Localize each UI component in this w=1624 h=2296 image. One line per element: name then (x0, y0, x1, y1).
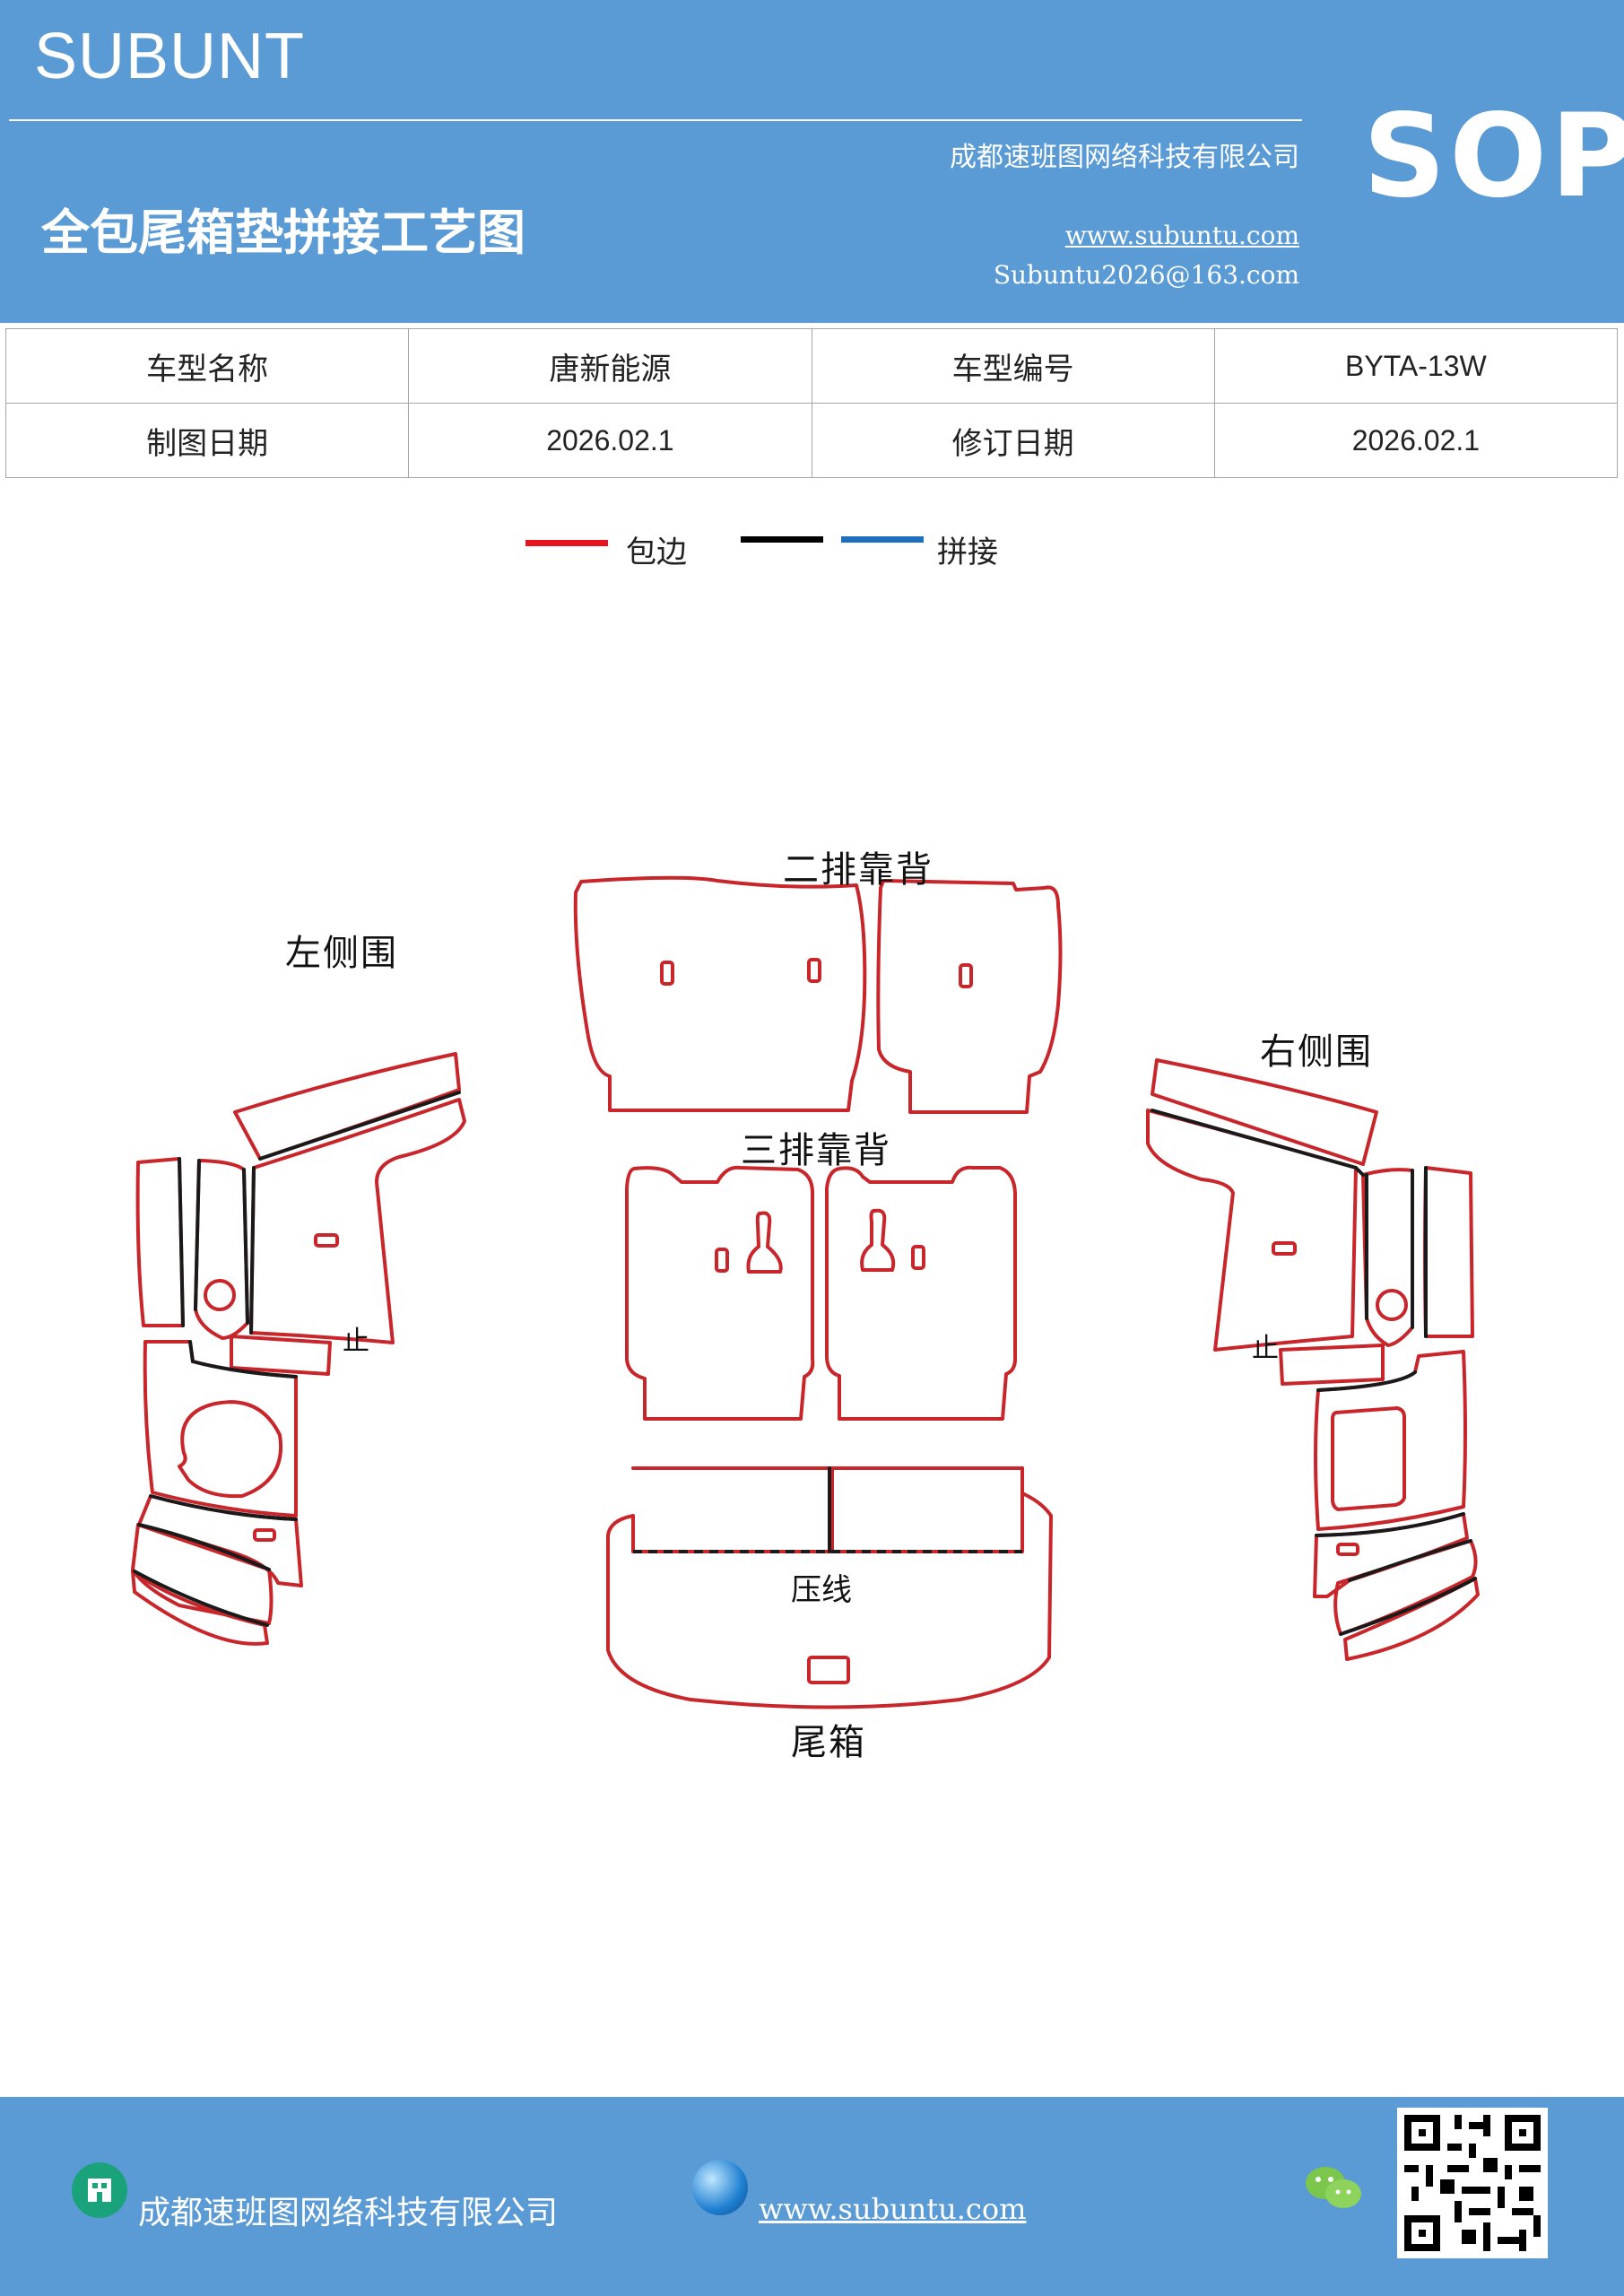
third-row-keyhole (746, 1211, 783, 1274)
label-press-line: 压线 (791, 1572, 852, 1608)
right-seam (1316, 1370, 1417, 1392)
right-side-upper-trim (1151, 1058, 1378, 1166)
label-model-code: 车型编号 (811, 328, 1215, 404)
left-side-main-panel (249, 1098, 466, 1344)
left-seam (149, 1494, 298, 1521)
right-side-strip (1279, 1344, 1385, 1386)
left-side-pillar (135, 1157, 185, 1327)
table-row: 车型名称 唐新能源 车型编号 BYTA-13W (4, 328, 1619, 404)
left-seam (178, 1157, 185, 1327)
third-row-slot (911, 1245, 925, 1270)
right-seam (1315, 1512, 1465, 1537)
label-revise-date: 修订日期 (811, 403, 1215, 478)
label-third-row: 三排靠背 (741, 1130, 891, 1171)
left-side-slot (314, 1233, 339, 1248)
third-row-keyhole (860, 1208, 896, 1272)
footer-website-link[interactable]: www.subuntu.com (759, 2192, 1027, 2226)
right-side-slot (1272, 1241, 1297, 1256)
email-address: Subuntu2026@163.com (993, 260, 1299, 290)
wechat-icon (1302, 2161, 1365, 2215)
right-side-bottom-strip3 (1343, 1577, 1480, 1661)
label-trunk: 尾箱 (791, 1722, 866, 1763)
left-seam (194, 1159, 201, 1311)
trunk-flap-right (828, 1466, 1024, 1553)
label-right-side: 右侧围 (1260, 1031, 1373, 1073)
third-row-slot (715, 1248, 729, 1273)
brand-name: SUBUNT (34, 21, 306, 92)
legend-label-edge: 包边 (626, 535, 687, 570)
label-stop-left: 止 (343, 1326, 369, 1357)
right-seam (1151, 1109, 1358, 1170)
globe-icon (692, 2160, 748, 2215)
right-side-slot (1336, 1543, 1359, 1556)
right-side-pillar (1423, 1166, 1474, 1338)
trunk-mat (606, 1466, 1053, 1709)
second-row-slot (807, 958, 821, 983)
left-seam (133, 1570, 269, 1627)
legend-label-join: 拼接 (937, 535, 998, 570)
legend: 包边 拼接 (0, 529, 1624, 570)
left-side-slot (253, 1528, 276, 1542)
qr-code (1397, 2108, 1548, 2258)
trunk-handle-slot (807, 1656, 850, 1684)
sop-badge: SOP (1363, 90, 1624, 223)
left-side-round-cutout (178, 1400, 283, 1499)
info-table: 车型名称 唐新能源 车型编号 BYTA-13W 制图日期 2026.02.1 修… (4, 328, 1619, 478)
header-banner (0, 0, 1624, 323)
label-second-row: 二排靠背 (783, 849, 934, 891)
second-row-slot (959, 963, 973, 988)
label-draw-date: 制图日期 (4, 403, 410, 478)
table-row: 制图日期 2026.02.1 修订日期 2026.02.1 (4, 403, 1619, 478)
legend-swatch-join (841, 536, 924, 543)
building-icon (72, 2162, 127, 2218)
value-model-code: BYTA-13W (1213, 328, 1619, 404)
third-row-left-panel (625, 1165, 815, 1421)
left-seam (137, 1523, 271, 1571)
right-seam (1339, 1577, 1477, 1636)
second-row-slot (660, 961, 674, 986)
left-side-column (194, 1159, 249, 1340)
right-seam (1348, 1539, 1472, 1582)
company-name: 成都速班图网络科技有限公司 (950, 142, 1299, 173)
legend-swatch-seam (741, 536, 823, 543)
right-side-window-cutout (1331, 1406, 1406, 1511)
left-seam (242, 1168, 249, 1325)
left-side-bottom-strip3 (131, 1570, 269, 1646)
value-model-name: 唐新能源 (408, 328, 812, 404)
right-side-column (1361, 1168, 1414, 1347)
left-side-strip (230, 1335, 332, 1376)
right-side-hole (1376, 1289, 1408, 1321)
second-row-right-panel (876, 879, 1063, 1114)
left-side-hole (204, 1279, 236, 1311)
legend-swatch-edge (525, 540, 608, 546)
document-title: 全包尾箱垫拼接工艺图 (41, 204, 525, 261)
left-seam (249, 1166, 256, 1335)
value-draw-date: 2026.02.1 (408, 403, 812, 478)
left-side-upper-trim (233, 1052, 461, 1161)
second-row-left-panel (573, 875, 867, 1112)
website-link[interactable]: www.subuntu.com (1064, 221, 1299, 250)
third-row-right-panel (825, 1165, 1018, 1421)
right-side-main-panel (1146, 1109, 1358, 1352)
header-divider (9, 119, 1302, 121)
left-seam (258, 1091, 461, 1161)
left-seam (188, 1340, 298, 1378)
label-left-side: 左侧围 (285, 933, 398, 974)
label-stop-right: 止 (1252, 1333, 1279, 1364)
label-model-name: 车型名称 (4, 328, 410, 404)
footer-company: 成都速班图网络科技有限公司 (138, 2195, 559, 2231)
right-side-lower-panel (1314, 1350, 1467, 1531)
value-revise-date: 2026.02.1 (1213, 403, 1619, 478)
right-seam (1354, 1166, 1365, 1177)
